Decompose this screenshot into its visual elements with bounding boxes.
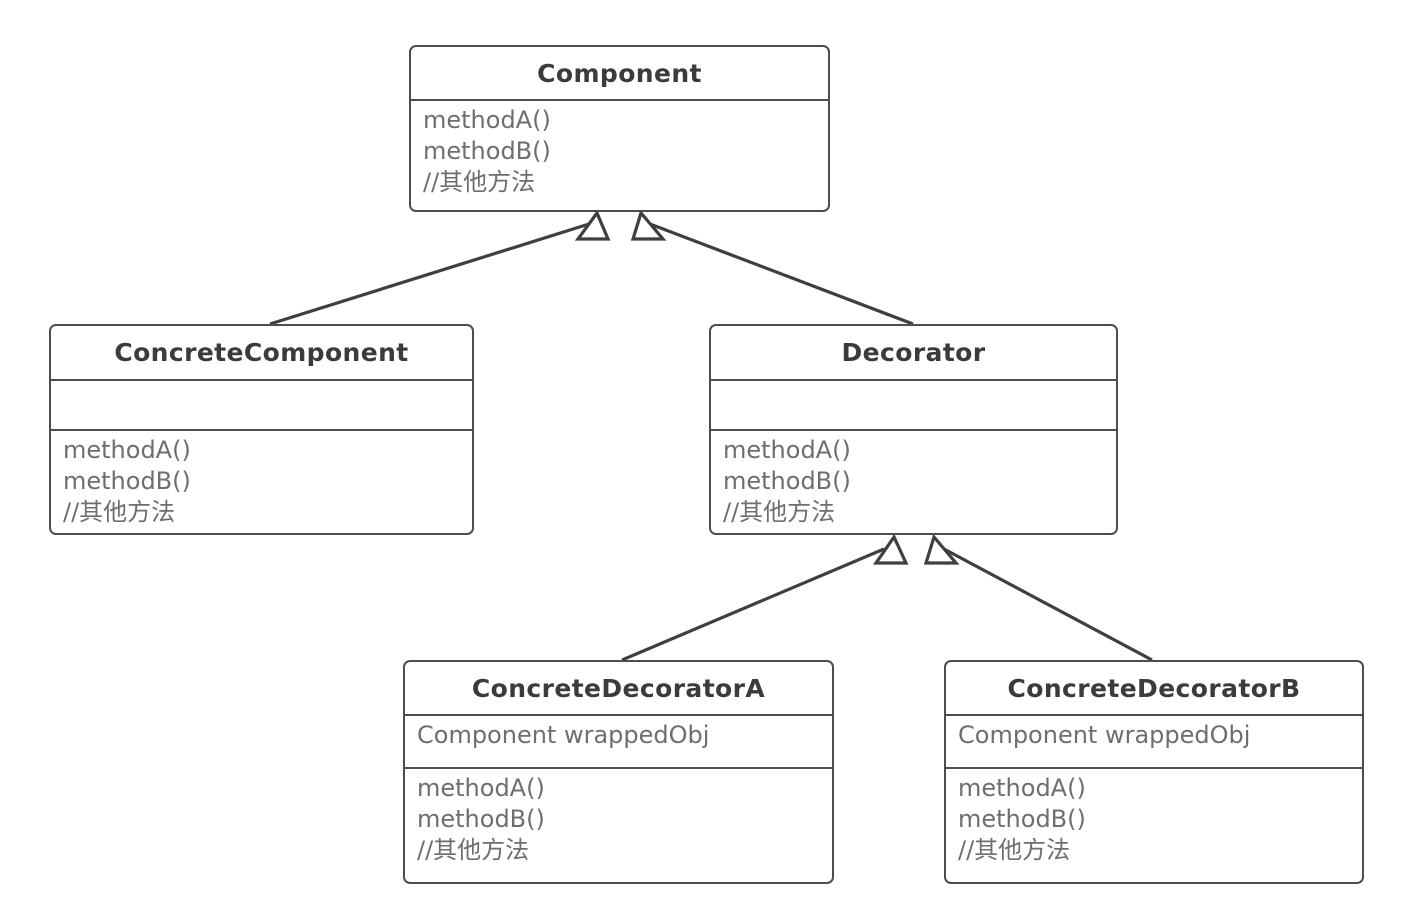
class-name-concrete-decorator-a: ConcreteDecoratorA [471,673,766,703]
operations-compartment-concrete-component: methodA() methodB() //其他方法 [51,429,472,533]
class-box-decorator[interactable]: Decorator methodA() methodB() //其他方法 [709,324,1118,535]
edge-concrete-component-to-component [269,209,611,326]
operation-item: methodA() [417,774,545,802]
operations-compartment-concrete-decorator-a: methodA() methodB() //其他方法 [405,767,832,882]
operation-item: methodB() [723,466,851,495]
class-box-concrete-decorator-b[interactable]: ConcreteDecoratorB Component wrappedObj … [944,660,1364,884]
edge-concrete-decorator-a-to-decorator [621,533,909,662]
edge-concrete-decorator-b-to-decorator [923,533,1153,662]
class-name-concrete-component: ConcreteComponent [114,338,409,367]
attribute-item: Component wrappedObj [958,721,1251,749]
operation-item: //其他方法 [723,497,836,526]
operation-item: methodA() [63,436,191,464]
operation-item: //其他方法 [63,497,176,526]
attributes-compartment-concrete-component [51,379,472,429]
operations-compartment-concrete-decorator-b: methodA() methodB() //其他方法 [946,767,1362,882]
operation-item: //其他方法 [423,167,536,196]
operation-item: //其他方法 [417,835,530,864]
attribute-item: Component wrappedObj [417,721,710,749]
operation-item: methodA() [958,774,1086,802]
class-box-concrete-decorator-a[interactable]: ConcreteDecoratorA Component wrappedObj … [403,660,834,884]
operation-item: methodB() [417,804,545,833]
operation-item: methodB() [958,804,1086,833]
attributes-compartment-concrete-decorator-b: Component wrappedObj [946,714,1362,767]
operations-compartment-decorator: methodA() methodB() //其他方法 [711,429,1116,533]
attributes-compartment-concrete-decorator-a: Component wrappedObj [405,714,832,767]
attributes-compartment-decorator [711,379,1116,429]
operations-compartment-component: methodA() methodB() //其他方法 [411,99,828,210]
operation-item: //其他方法 [958,835,1071,864]
class-name-concrete-decorator-b: ConcreteDecoratorB [1007,673,1301,703]
class-name-decorator: Decorator [841,338,986,367]
operation-item: methodA() [423,106,551,134]
class-box-concrete-component[interactable]: ConcreteComponent methodA() methodB() //… [49,324,474,535]
operation-item: methodB() [423,136,551,165]
class-box-component[interactable]: Component methodA() methodB() //其他方法 [409,45,830,212]
operation-item: methodB() [63,466,191,495]
edge-decorator-to-component [630,209,914,326]
operation-item: methodA() [723,436,851,464]
class-name-component: Component [537,58,702,88]
